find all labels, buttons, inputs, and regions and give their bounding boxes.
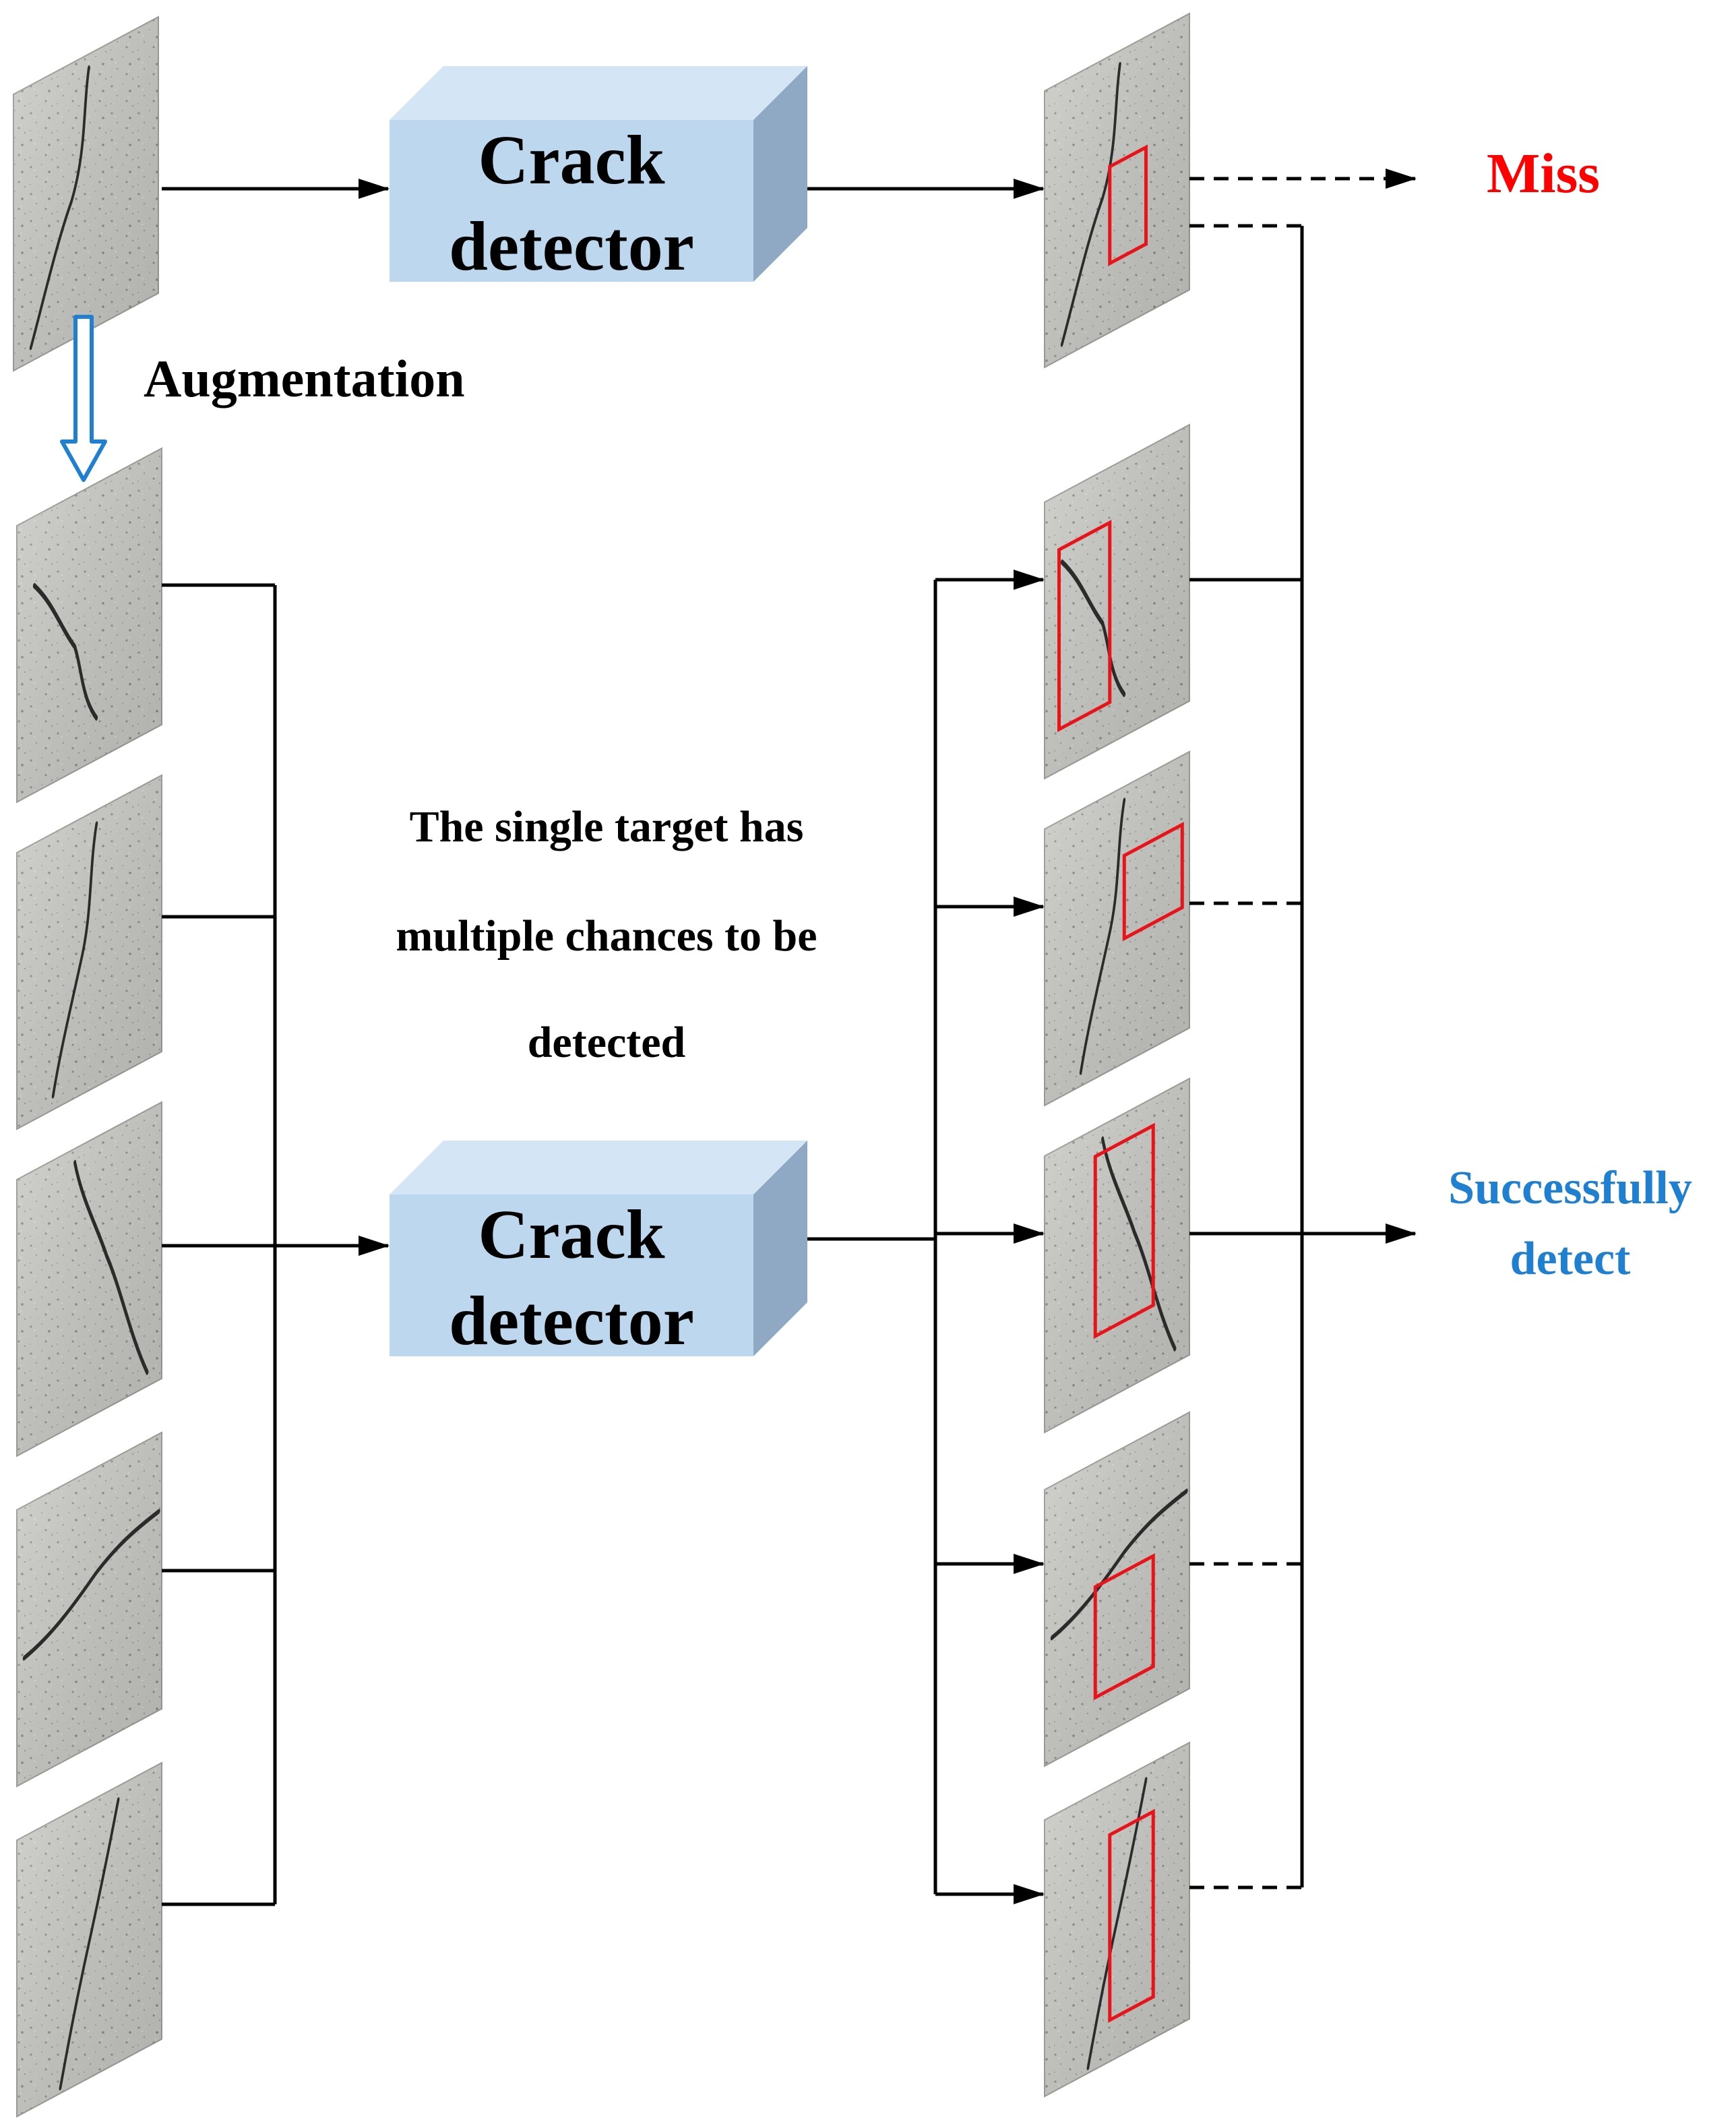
box-side-face [753,66,807,282]
bounding-box [1108,144,1148,266]
crack-layer [1101,1136,1177,1352]
crack-line [1079,797,1126,1075]
image-shading [17,1102,162,1456]
crack-layer [73,1159,149,1375]
crack-image-output-original [1044,12,1190,369]
image-shading [17,1432,162,1786]
crack-image-aug-1 [16,447,162,804]
crack-layer [29,65,90,351]
crack-image-output-2 [1044,750,1190,1107]
crack-line [51,821,98,1099]
image-shading [17,775,162,1129]
detector-bottom-label-2: detector [449,1282,694,1360]
image-shading [1045,13,1189,367]
crack-layer [1050,1488,1188,1641]
detector-bottom-label-1: Crack [478,1196,664,1273]
crack-line [73,1159,149,1375]
detector-top-label-1: Crack [478,121,664,199]
image-shading [13,17,158,371]
crack-layer [1060,559,1126,698]
image-shading [17,448,162,802]
bounding-box [1108,1809,1155,2023]
crack-line [1060,61,1121,347]
image-shading [1045,1412,1189,1766]
crack-image-output-5 [1044,1741,1190,2098]
note-line-2: multiple chances to be [396,911,817,961]
success-label-1: Successfully [1448,1162,1692,1214]
crack-image-output-3 [1044,1077,1190,1434]
crack-line [59,1797,120,2091]
crack-layer [51,821,98,1099]
crack-image-output-4 [1044,1411,1190,1767]
box-front-face [390,1194,753,1356]
crack-image-aug-5 [16,1761,162,2118]
crack-image-input-original [13,16,159,372]
crack-line [32,582,98,721]
crack-detector-top [390,66,807,282]
bounding-box [1093,1122,1155,1339]
crack-layer [1060,61,1121,347]
detector-top-label-2: detector [449,208,694,285]
success-label-2: detect [1510,1233,1631,1285]
crack-image-output-1 [1044,423,1190,780]
crack-layer [1079,797,1126,1075]
augmentation-arrow-shape [60,315,107,482]
augmentation-arrow [60,315,107,482]
box-side-face [753,1141,807,1356]
note-line-3: detected [528,1018,686,1067]
bounding-box [1093,1553,1155,1701]
crack-line [1086,1777,1148,2071]
box-top-face [390,66,807,120]
crack-layer [1086,1777,1148,2071]
crack-layer [59,1797,120,2091]
box-front-face [390,120,753,282]
crack-layer [22,1509,160,1661]
image-shading [1045,425,1189,779]
crack-image-aug-2 [16,774,162,1130]
note-line-1: The single target has [410,802,804,851]
crack-line [22,1509,160,1661]
miss-label: Miss [1487,142,1600,205]
crack-layer [32,582,98,721]
crack-line [1050,1488,1188,1641]
box-top-face [390,1141,807,1194]
bounding-box [1122,822,1184,942]
crack-line [1101,1136,1177,1352]
crack-detector-bottom [390,1141,807,1356]
image-shading [1045,1079,1189,1432]
crack-image-aug-4 [16,1431,162,1788]
crack-line [1060,559,1126,698]
crack-image-aug-3 [16,1101,162,1457]
image-shading [1045,752,1189,1106]
crack-line [29,65,90,351]
augmentation-label: Augmentation [144,349,465,408]
bounding-box [1057,520,1112,733]
